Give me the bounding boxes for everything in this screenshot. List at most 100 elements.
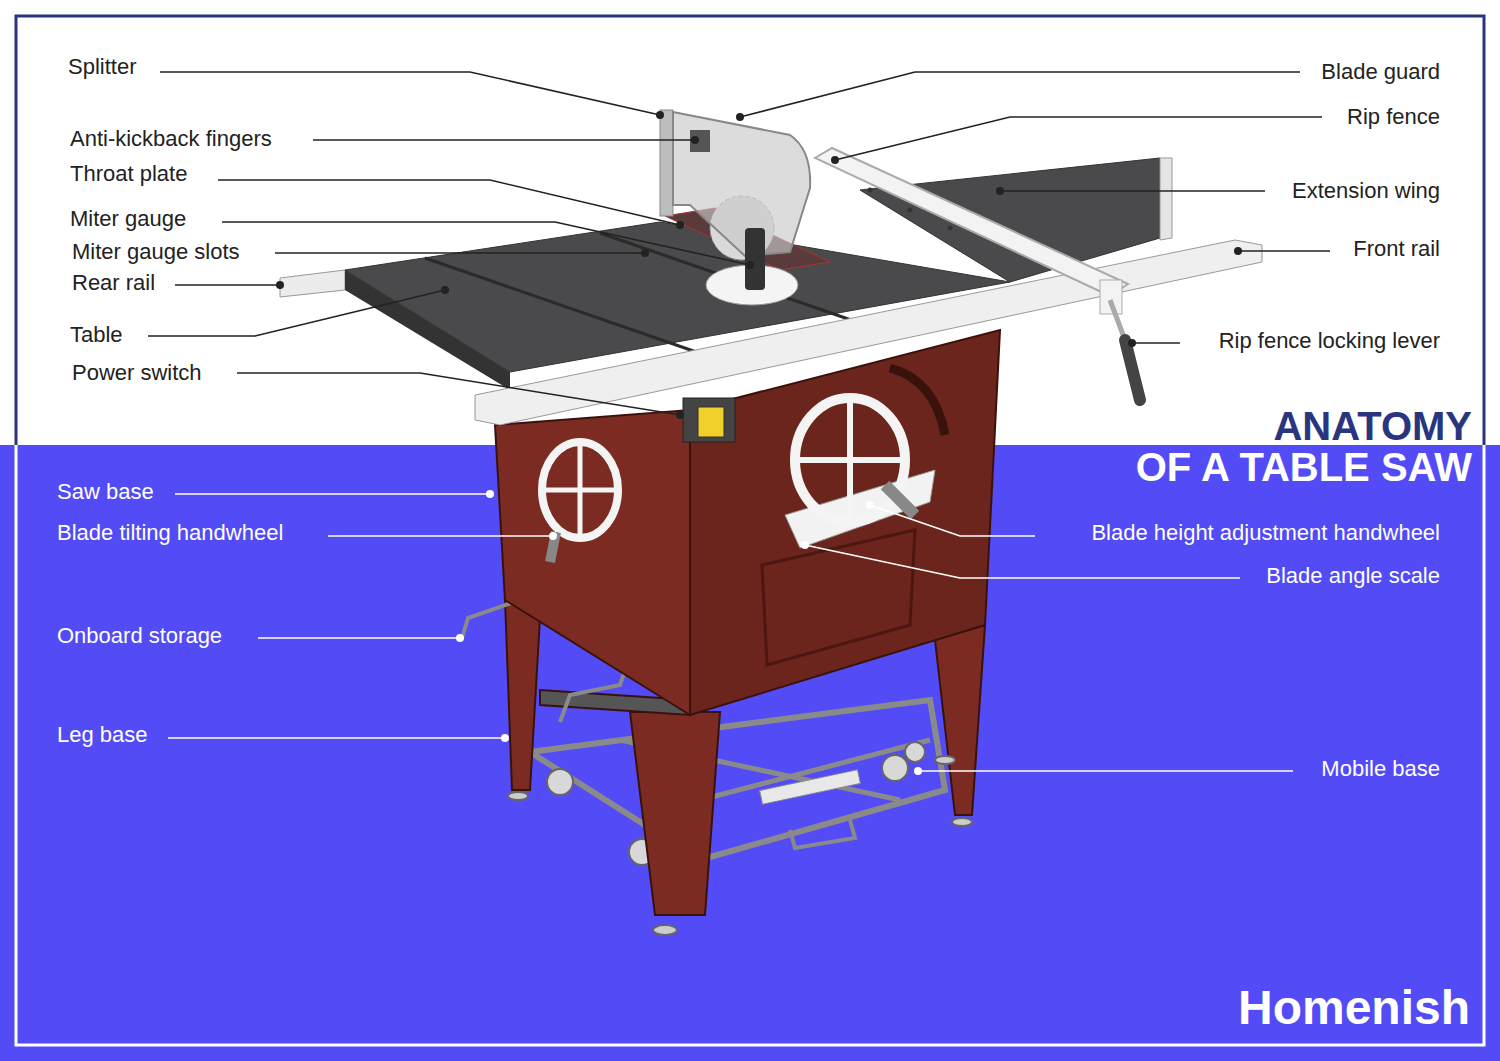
part-label: Blade guard bbox=[1321, 59, 1440, 85]
leader-lines-part bbox=[456, 490, 922, 775]
title-line: OF A TABLE SAW bbox=[1136, 445, 1472, 489]
leader-lines-part-part bbox=[168, 737, 505, 739]
part-label: Rip fence locking lever bbox=[1219, 328, 1440, 354]
leader-lines-part-part bbox=[549, 532, 557, 540]
table-and-rails-part bbox=[1160, 158, 1172, 240]
leader-lines-part-part bbox=[175, 493, 490, 495]
table-and-rails-part bbox=[280, 270, 345, 297]
table-and-rails-part bbox=[860, 158, 1160, 282]
handwheels-part bbox=[885, 485, 915, 515]
mobile-base-part bbox=[760, 770, 861, 804]
leader-lines-part-part bbox=[870, 505, 1035, 536]
leader-lines-part-part bbox=[175, 284, 280, 286]
leader-lines-part-part bbox=[456, 634, 464, 642]
leader-lines-part-part bbox=[275, 252, 645, 254]
leader-lines-part-part bbox=[805, 545, 1240, 578]
part-label: Saw base bbox=[57, 479, 154, 505]
table-and-rails-part bbox=[345, 270, 510, 390]
watermark: Homenish bbox=[1238, 982, 1470, 1034]
leader-lines-part-part bbox=[801, 541, 809, 549]
leader-lines bbox=[148, 72, 1330, 775]
background-part bbox=[16, 16, 1484, 445]
power-switch bbox=[683, 398, 735, 442]
leg-base-part bbox=[935, 756, 955, 764]
leg-base-part bbox=[508, 792, 528, 800]
mobile-base bbox=[530, 700, 945, 865]
saw-base-part bbox=[762, 530, 915, 665]
table-and-rails-part bbox=[475, 240, 1262, 425]
mobile-base-part bbox=[530, 700, 945, 860]
leader-lines-part-part bbox=[1132, 342, 1180, 344]
blade-and-guard-part bbox=[673, 112, 810, 256]
handwheels-part bbox=[798, 457, 902, 463]
leg-base-part bbox=[935, 625, 985, 815]
leg-base-part bbox=[952, 818, 972, 826]
rip-fence-part bbox=[815, 148, 1128, 296]
leader-lines-part-part bbox=[736, 113, 744, 121]
leader-lines-part-part bbox=[996, 187, 1004, 195]
rip-fence-part bbox=[908, 208, 913, 213]
blade-and-guard-part bbox=[690, 130, 710, 152]
mobile-base-part bbox=[882, 755, 908, 781]
leader-lines-part-part bbox=[218, 180, 680, 225]
part-label: Blade tilting handwheel bbox=[57, 520, 283, 546]
power-switch-part bbox=[698, 407, 724, 437]
leader-lines-part bbox=[148, 72, 1330, 415]
miter-gauge-part bbox=[745, 228, 765, 290]
leader-lines-part-part bbox=[501, 734, 509, 742]
blade-angle-scale-part bbox=[785, 470, 935, 548]
leader-lines-part-part bbox=[1234, 247, 1242, 255]
part-label: Throat plate bbox=[70, 161, 187, 187]
leader-lines-part-part bbox=[746, 261, 754, 269]
leader-lines-part-part bbox=[328, 535, 553, 537]
handwheels bbox=[542, 398, 915, 562]
handwheels-part bbox=[550, 532, 556, 562]
leader-lines-part-part bbox=[656, 111, 664, 119]
leader-lines-part-part bbox=[160, 72, 660, 115]
mobile-base-part bbox=[905, 742, 925, 762]
rip-fence bbox=[815, 148, 1140, 400]
saw-base-part bbox=[690, 330, 1000, 715]
rip-fence-part bbox=[1125, 340, 1140, 400]
handwheels-part bbox=[545, 488, 615, 493]
part-label: Power switch bbox=[72, 360, 202, 386]
leader-lines-part-part bbox=[918, 770, 1293, 772]
blade-and-guard-part bbox=[660, 110, 673, 216]
part-label: Leg base bbox=[57, 722, 148, 748]
mobile-base-part bbox=[790, 820, 855, 848]
part-label: Extension wing bbox=[1292, 178, 1440, 204]
leader-lines-part-part bbox=[222, 222, 750, 265]
rip-fence-part bbox=[948, 226, 953, 231]
leader-lines-part-part bbox=[641, 249, 649, 257]
leader-lines-part-part bbox=[676, 411, 684, 419]
part-label: Onboard storage bbox=[57, 623, 222, 649]
part-label: Front rail bbox=[1353, 236, 1440, 262]
leader-lines-part-part bbox=[237, 373, 680, 415]
blade-and-guard bbox=[660, 110, 810, 260]
onboard-storage-part bbox=[560, 670, 625, 722]
blade-angle-scale bbox=[785, 470, 935, 548]
part-label: Blade height adjustment handwheel bbox=[1091, 520, 1440, 546]
table-and-rails-part bbox=[425, 258, 705, 355]
miter-gauge bbox=[706, 228, 798, 305]
part-label: Mobile base bbox=[1321, 756, 1440, 782]
leg-base-part bbox=[630, 712, 720, 915]
leader-lines-part-part bbox=[691, 136, 699, 144]
leader-lines-part-part bbox=[258, 637, 460, 639]
leader-lines-part-part bbox=[835, 117, 1322, 160]
part-label: Miter gauge slots bbox=[72, 239, 240, 265]
leader-lines-part-part bbox=[1128, 339, 1136, 347]
leader-lines-part-part bbox=[1000, 190, 1265, 192]
part-label: Miter gauge bbox=[70, 206, 186, 232]
mobile-base-part bbox=[547, 769, 573, 795]
part-label: Anti-kickback fingers bbox=[70, 126, 272, 152]
part-label: Splitter bbox=[68, 54, 136, 80]
saw-base-part bbox=[495, 410, 690, 715]
part-label: Rear rail bbox=[72, 270, 155, 296]
part-label: Rip fence bbox=[1347, 104, 1440, 130]
leader-lines-part-part bbox=[486, 490, 494, 498]
power-switch-part bbox=[683, 398, 735, 442]
leader-lines-part-part bbox=[914, 767, 922, 775]
